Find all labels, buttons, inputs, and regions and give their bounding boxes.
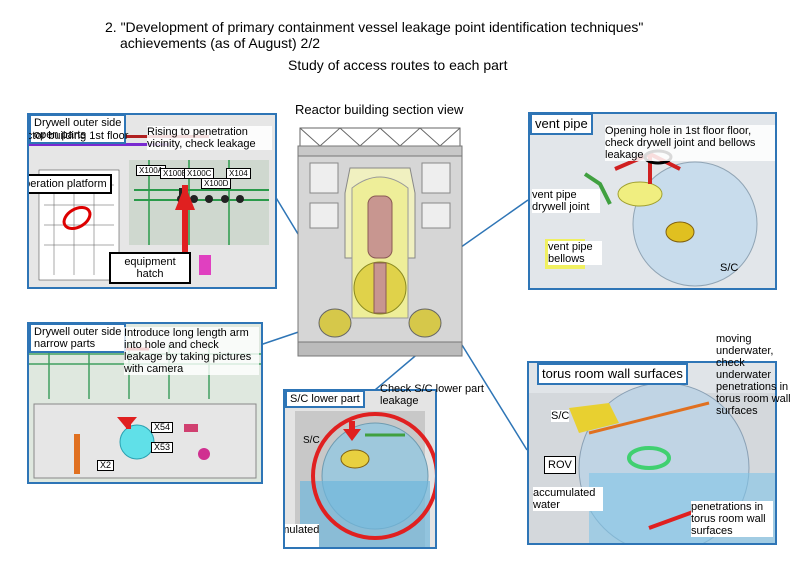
narrow-parts-description: Introduce long length arm into hole and … xyxy=(124,327,259,375)
narrow-parts-title: Drywell outer side narrow parts xyxy=(29,324,127,353)
reactor-building-section xyxy=(290,118,470,358)
operation-platform-label: operation platform xyxy=(29,174,112,194)
reactor-building-drawing xyxy=(297,127,463,357)
sc-lower-water-label: accumulated water xyxy=(285,524,319,547)
panel-torus-room-wall: torus room wall surfaces S/C ROV accumul… xyxy=(527,361,777,545)
vent-pipe-title: vent pipe xyxy=(530,114,593,135)
sc-lower-title: S/C lower part xyxy=(285,391,365,408)
page-subtitle: Study of access routes to each part xyxy=(288,57,508,73)
penetration-tag-x104: X104 xyxy=(226,168,251,179)
panel-drywell-open-parts: Drywell outer side open parts reactor bu… xyxy=(27,113,277,289)
header-line-2: achievements (as of August) 2/2 xyxy=(120,35,320,51)
open-parts-title-line2: open parts xyxy=(34,129,86,141)
open-parts-title-line1: Drywell outer side xyxy=(34,117,122,129)
rov-label: ROV xyxy=(544,456,576,474)
center-title: Reactor building section view xyxy=(295,102,464,117)
penetration-tag-x100c: X100C xyxy=(184,168,215,179)
equipment-hatch-label: equipment hatch xyxy=(109,252,191,284)
torus-penetrations-label: penetrations in torus room wall surfaces xyxy=(691,501,773,537)
torus-sc-label: S/C xyxy=(551,410,570,422)
sc-lower-illustration xyxy=(285,391,435,547)
narrow-parts-title-line1: Drywell outer side xyxy=(34,326,122,338)
penetration-tag-x53: X53 xyxy=(151,442,174,453)
vent-pipe-description: Opening hole in 1st floor floor, check d… xyxy=(605,125,775,161)
penetration-tag-x2: X2 xyxy=(97,460,115,471)
panel-drywell-narrow-parts: Drywell outer side narrow parts Introduc… xyxy=(27,322,263,484)
vent-pipe-sc-label: S/C xyxy=(720,262,739,274)
panel-vent-pipe: vent pipe Opening hole in 1st floor floo… xyxy=(528,112,777,290)
vent-pipe-bellows-label: vent pipe bellows xyxy=(548,241,602,265)
rising-label: Rising to penetration vicinity, check le… xyxy=(147,126,272,150)
narrow-parts-title-line2: narrow parts xyxy=(34,338,96,350)
vent-pipe-drywell-joint-label: vent pipe drywell joint xyxy=(532,189,600,213)
torus-room-title: torus room wall surfaces xyxy=(537,363,688,385)
sc-lower-sc-label: S/C xyxy=(303,435,320,446)
penetration-tag-x100d: X100D xyxy=(201,178,232,189)
panel-sc-lower-part: S/C lower part S/C accumulated water xyxy=(283,389,437,549)
reactor-building-floor-label: reactor building 1st floor xyxy=(27,130,129,142)
open-parts-title: Drywell outer side open parts xyxy=(29,115,127,144)
sc-lower-description: Check S/C lower part leakage xyxy=(380,383,484,407)
penetration-tag-x54: X54 xyxy=(151,422,174,433)
header-line-1: 2. "Development of primary containment v… xyxy=(105,19,644,35)
torus-moving-description: moving underwater, check underwater pene… xyxy=(716,333,791,417)
torus-water-label: accumulated water xyxy=(533,487,603,511)
